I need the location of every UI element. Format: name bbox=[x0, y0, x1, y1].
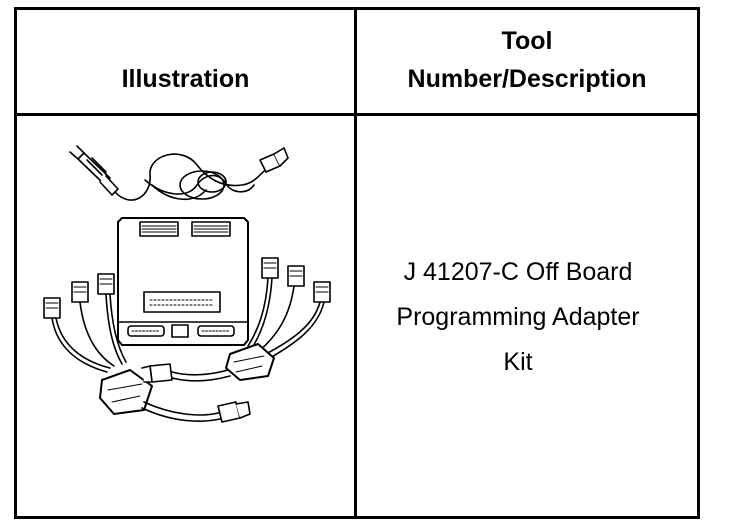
connector-icon bbox=[217, 401, 251, 423]
header-tool: Tool Number/Description bbox=[357, 22, 697, 98]
tool-description: J 41207-C Off Board Programming Adapter … bbox=[359, 250, 677, 385]
tool-description-line: Kit bbox=[503, 348, 533, 376]
splitter-icon bbox=[225, 343, 275, 381]
programming-adapter-kit-drawing bbox=[43, 145, 331, 423]
header-tool-line1: Tool bbox=[501, 27, 553, 55]
table-border-header-bottom bbox=[14, 113, 700, 116]
table-border-bottom bbox=[14, 516, 700, 519]
tool-description-line: J 41207-C Off Board bbox=[403, 258, 633, 286]
tool-description-line: Programming Adapter bbox=[396, 303, 640, 331]
connector-icon bbox=[141, 363, 173, 383]
connector-icon bbox=[43, 273, 115, 319]
cord-connector-icon bbox=[259, 147, 289, 173]
adapter-box bbox=[117, 217, 249, 346]
table-border-right bbox=[697, 7, 700, 519]
table-border-top bbox=[14, 7, 700, 10]
header-tool-line2: Number/Description bbox=[407, 65, 647, 93]
table-column-divider bbox=[354, 7, 357, 519]
connector-icon bbox=[261, 257, 331, 303]
table-border-left bbox=[14, 7, 17, 519]
header-illustration: Illustration bbox=[121, 65, 250, 93]
splitter-icon bbox=[99, 369, 153, 415]
cigarette-plug-icon bbox=[69, 145, 119, 196]
